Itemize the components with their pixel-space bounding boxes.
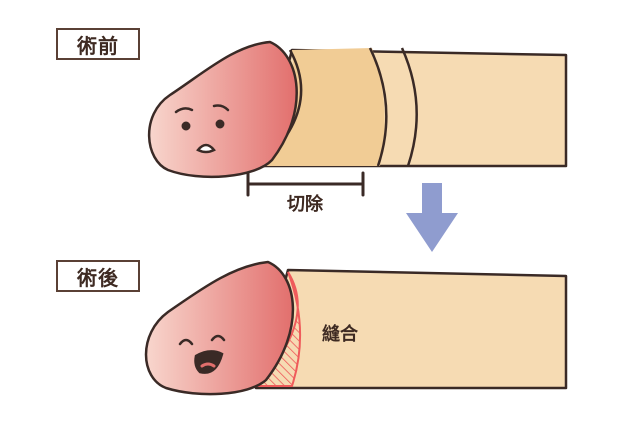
worried-face — [174, 104, 230, 154]
before-glans — [147, 40, 298, 179]
excision-bracket — [246, 171, 365, 197]
fold-line-2 — [368, 47, 388, 167]
before-label: 術前 — [56, 28, 140, 60]
down-arrow — [406, 183, 458, 252]
excision-band — [262, 48, 385, 166]
excision-label: 切除 — [287, 193, 324, 215]
fold-line-3 — [400, 47, 418, 167]
after-shaft — [254, 268, 568, 390]
before-illustration: 切除 — [147, 40, 568, 215]
suture-label: 縫合 — [322, 323, 359, 345]
after-illustration: 縫合 — [144, 260, 568, 396]
after-label: 術後 — [56, 260, 140, 292]
happy-face — [178, 334, 226, 374]
after-glans — [144, 260, 295, 396]
